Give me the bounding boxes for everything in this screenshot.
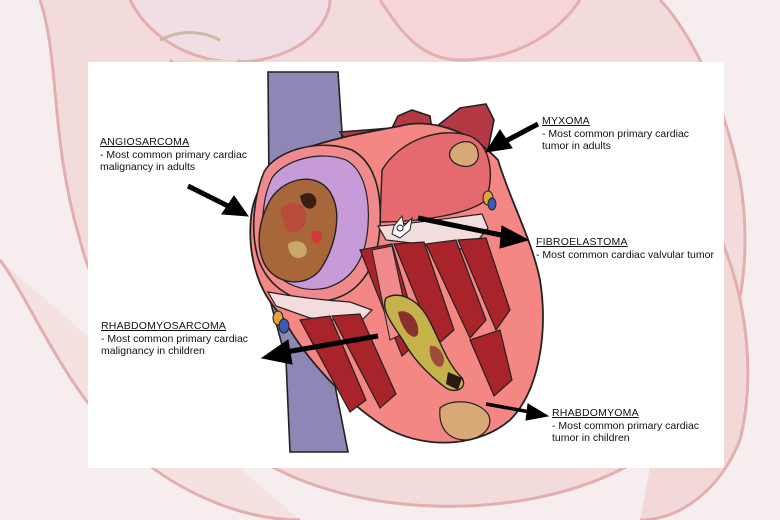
label-rhabdomyoma: RHABDOMYOMA - Most common primary cardia…	[552, 407, 699, 445]
fibroelastoma-title: FIBROELASTOMA	[536, 236, 628, 248]
arrow-fibroelastoma	[417, 215, 530, 249]
fibroelastoma-tumor	[391, 214, 413, 239]
arrow-angiosarcoma	[186, 183, 250, 217]
myxoma-title: MYXOMA	[542, 115, 590, 127]
label-rhabdomyosarcoma: RHABDOMYOSARCOMA - Most common primary c…	[101, 320, 248, 358]
fibroelastoma-description: - Most common cardiac valvular tumor	[536, 248, 714, 261]
myxoma-tumor	[449, 141, 479, 167]
myxoma-description: - Most common primary cardiac tumor in a…	[542, 127, 690, 153]
rhabdomyoma-title: RHABDOMYOMA	[552, 407, 639, 419]
label-fibroelastoma: FIBROELASTOMA - Most common cardiac valv…	[536, 236, 714, 261]
angiosarcoma-description: - Most common primary cardiac malignancy…	[100, 148, 248, 174]
arrow-rhabdomyosarcoma	[260, 333, 379, 365]
angiosarcoma-title: ANGIOSARCOMA	[100, 136, 190, 148]
rhabdomyoma-description: - Most common primary cardiac tumor in c…	[552, 419, 700, 445]
rhabdomyosarcoma-description: - Most common primary cardiac malignancy…	[101, 332, 249, 358]
coronary-vessel	[272, 190, 497, 334]
label-angiosarcoma: ANGIOSARCOMA - Most common primary cardi…	[100, 136, 247, 174]
arrow-myxoma	[484, 121, 540, 153]
rhabdomyoma-tumor	[439, 401, 491, 441]
angiosarcoma-tumor	[258, 178, 338, 283]
arrow-rhabdomyoma	[485, 402, 550, 421]
arrows	[186, 121, 550, 421]
rhabdomyosarcoma-title: RHABDOMYOSARCOMA	[101, 320, 227, 332]
label-myxoma: MYXOMA - Most common primary cardiac tum…	[542, 115, 689, 153]
